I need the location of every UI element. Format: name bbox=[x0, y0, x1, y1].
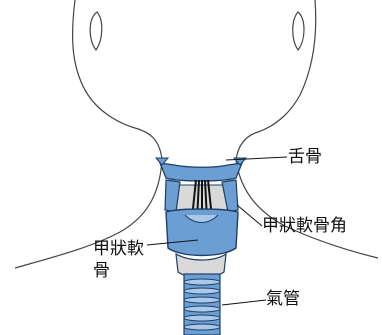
trachea-label: 氣管 bbox=[266, 289, 300, 309]
hyoid-label: 舌骨 bbox=[288, 147, 322, 167]
thyroid-label-line1: 甲狀軟 bbox=[93, 239, 144, 259]
left-jaw-line bbox=[73, 0, 162, 160]
horn-leader bbox=[237, 205, 262, 226]
thyroid-label-line2: 骨 bbox=[93, 261, 110, 281]
thyroid-horn-label: 甲狀軟骨角 bbox=[262, 216, 347, 236]
right-neck-line bbox=[236, 160, 378, 258]
right-ear bbox=[293, 12, 304, 50]
trachea-leader bbox=[222, 300, 266, 305]
trachea bbox=[184, 274, 220, 335]
left-ear bbox=[90, 12, 102, 50]
